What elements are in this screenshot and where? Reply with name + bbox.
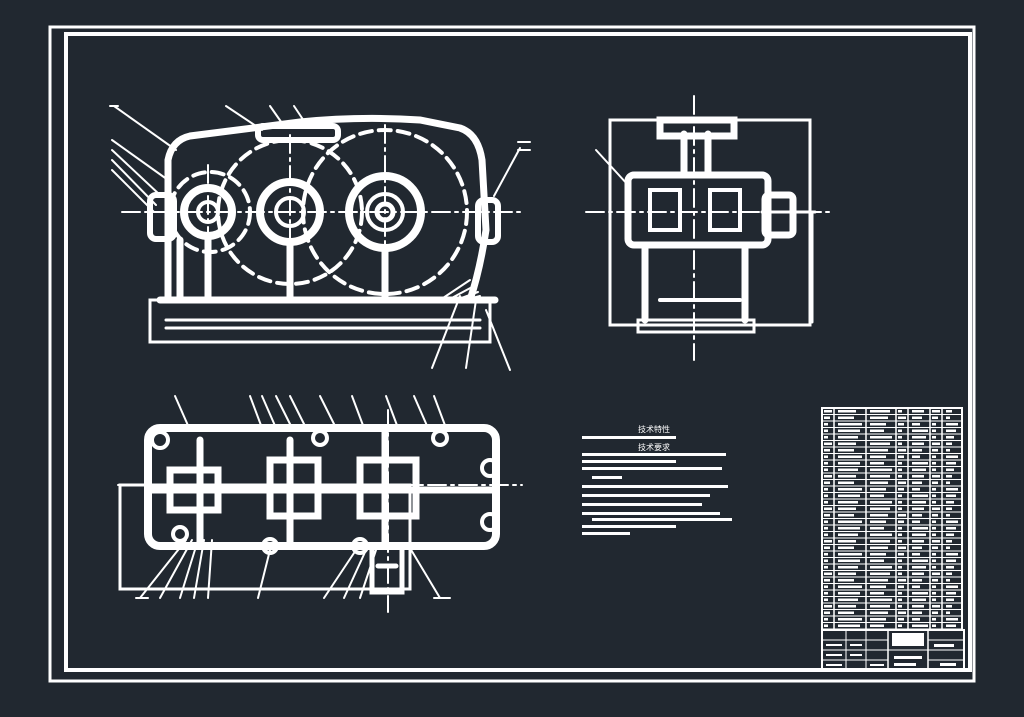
parts-list bbox=[821, 407, 963, 631]
front-view-ribs bbox=[176, 236, 389, 304]
side-view-leader bbox=[595, 149, 629, 186]
front-view-leaders bbox=[109, 105, 531, 371]
plan-view-shafts bbox=[146, 426, 499, 550]
plan-view bbox=[117, 395, 523, 613]
front-view-centerlines bbox=[121, 124, 526, 301]
sheet-border bbox=[48, 25, 976, 683]
front-view bbox=[109, 105, 531, 371]
requirements-text-lines bbox=[582, 453, 732, 535]
plan-view-leaders bbox=[135, 395, 451, 599]
title-block-marks bbox=[826, 644, 956, 666]
side-view-body bbox=[624, 116, 797, 324]
front-view-base bbox=[148, 298, 492, 344]
title-block-name bbox=[892, 633, 924, 646]
characteristics-table bbox=[582, 436, 676, 439]
side-view bbox=[585, 95, 833, 361]
heading-requirements: 技术要求 bbox=[638, 442, 670, 452]
side-view-details bbox=[648, 188, 742, 302]
parts-list-cells bbox=[824, 410, 958, 627]
plan-view-bolts bbox=[150, 429, 500, 555]
heading-characteristics: 技术特性 bbox=[638, 424, 670, 434]
side-view-centerlines bbox=[585, 95, 833, 361]
technical-notes: 技术特性 技术要求 bbox=[582, 424, 732, 535]
plan-view-centerlines bbox=[117, 409, 523, 613]
front-view-lugs bbox=[147, 123, 501, 245]
title-block bbox=[821, 629, 965, 671]
parts-list-rows bbox=[822, 414, 962, 630]
